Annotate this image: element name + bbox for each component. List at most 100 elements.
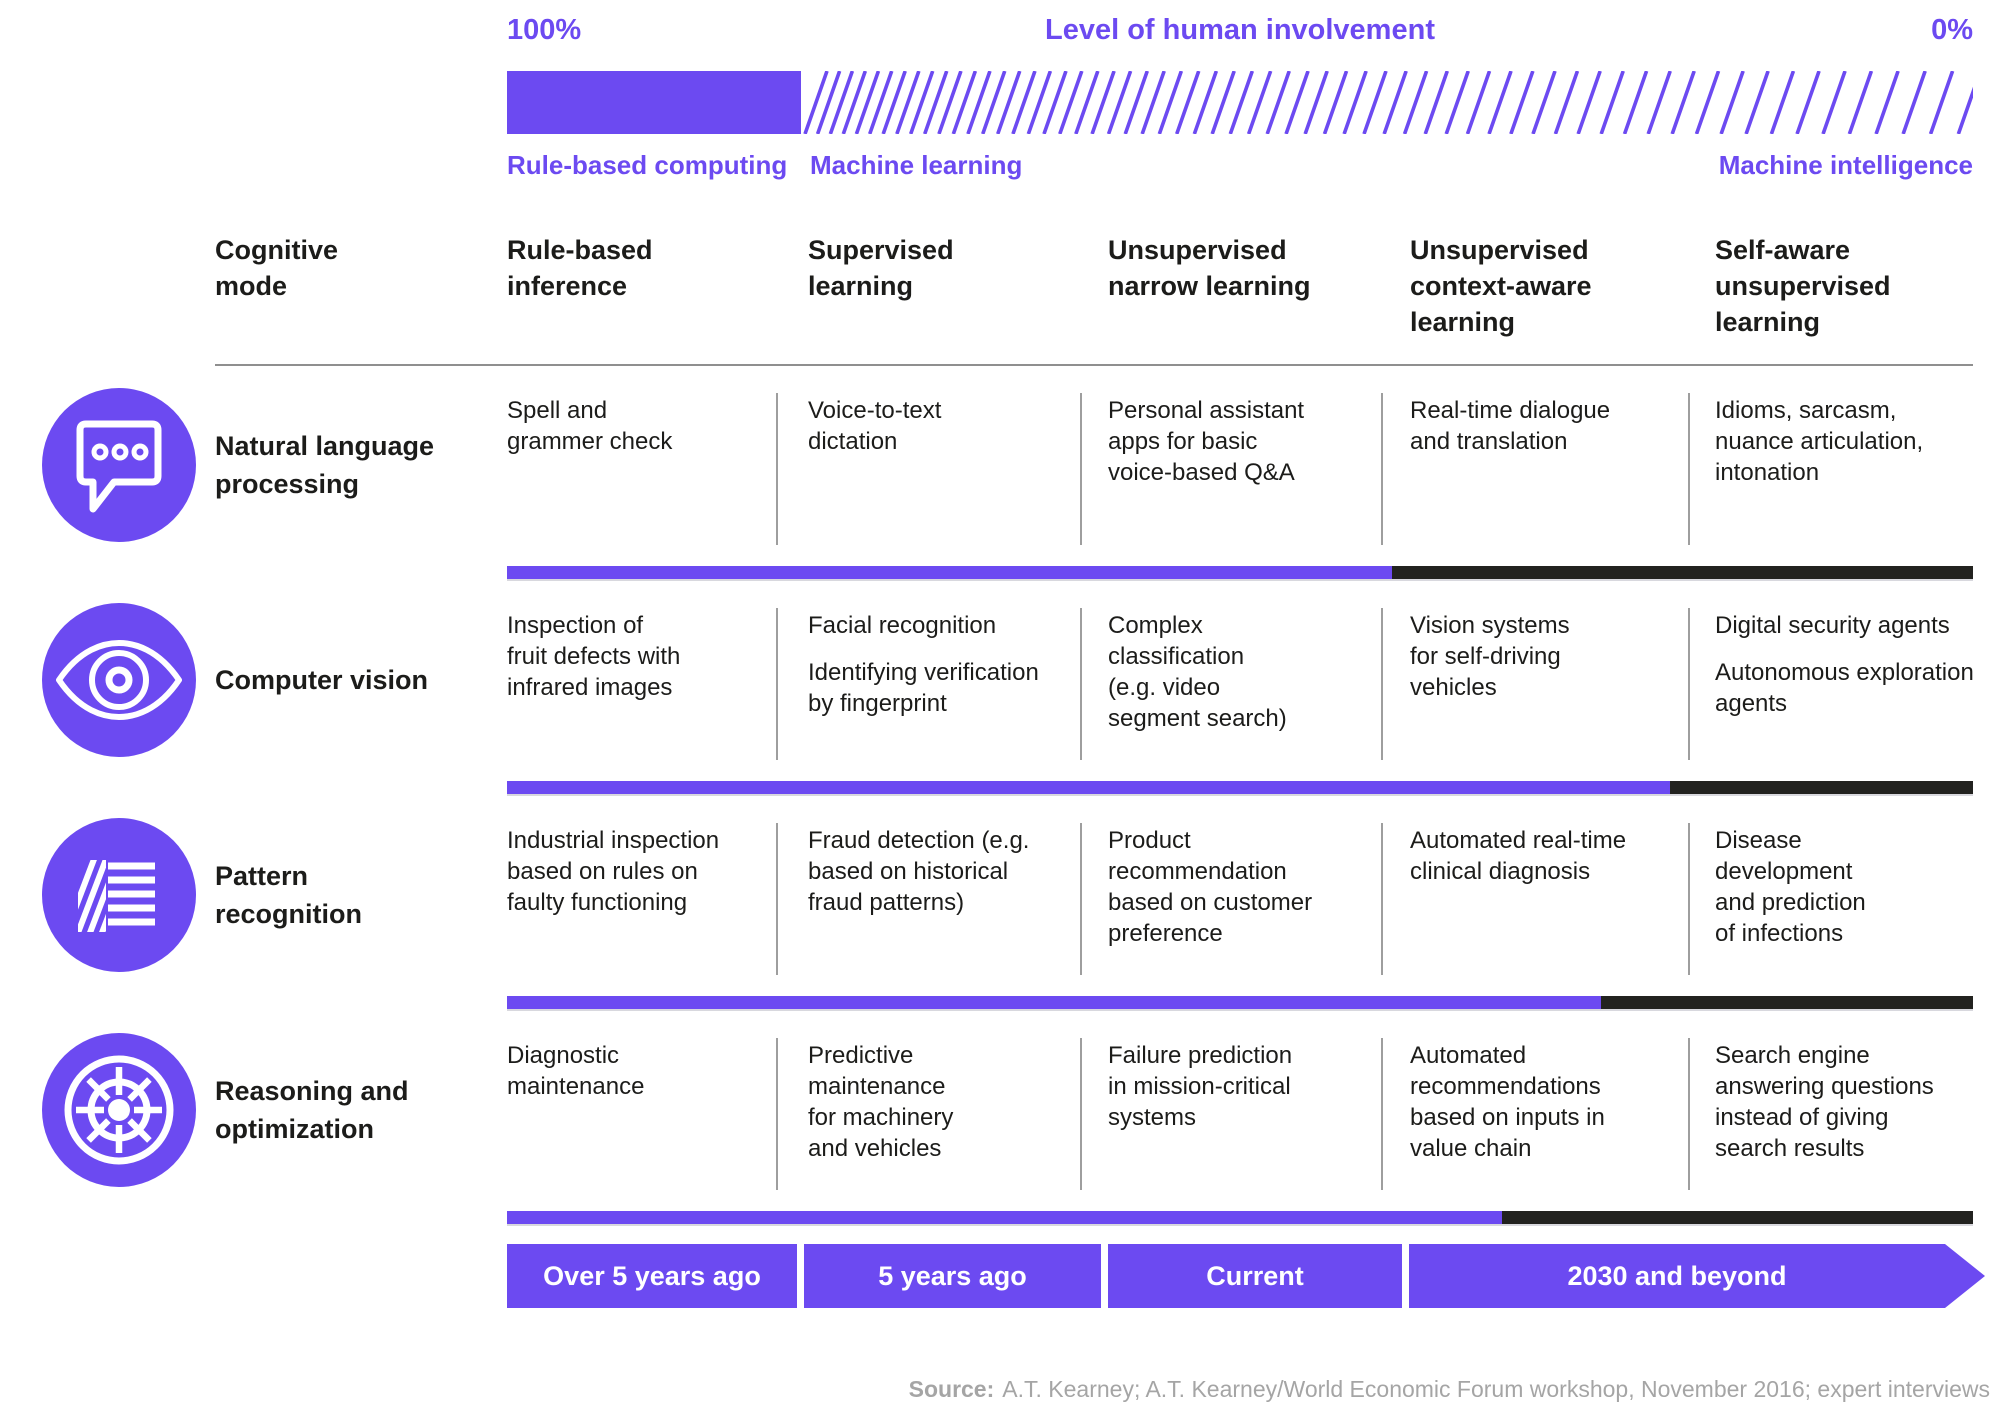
cell-paragraph: Real-time dialogue and translation [1410,397,1611,455]
column-header: Self-aware unsupervised learning [1715,235,1891,337]
progress-bar-shadow-line [507,579,1973,581]
cell-paragraph: Predictive maintenance for machinery and… [808,1042,954,1162]
cell: Industrial inspection based on rules on … [507,825,769,918]
progress-bar-remaining [1502,1211,1973,1224]
source-note: Source: A.T. Kearney; A.T. Kearney/World … [909,1376,1990,1403]
column-header: Rule-based inference [507,235,653,301]
cell-paragraph: Inspection of fruit defects with infrare… [507,612,681,701]
cell-paragraph: Fraud detection (e.g. based on historica… [808,827,1030,916]
source-text: A.T. Kearney; A.T. Kearney/World Economi… [1002,1376,1990,1402]
segment-label-machine-intelligence: Machine intelligence [1718,150,1973,180]
cell: Disease development and prediction of in… [1715,825,2000,949]
segment-label-rule-based-computing: Rule-based computing [507,150,788,180]
cell-divider [1381,1038,1383,1190]
cell-divider [1381,608,1383,760]
cell-divider [1080,1038,1082,1190]
progress-bar [507,996,1973,1011]
speech-bubble-icon [42,388,196,542]
cell-paragraph: Automated real-time clinical diagnosis [1410,827,1627,885]
progress-bar-filled [507,566,1393,579]
cell: Inspection of fruit defects with infrare… [507,610,769,703]
cell-paragraph: Digital security agents [1715,612,1950,639]
pattern-stripes-icon [42,818,196,972]
cell: Predictive maintenance for machinery and… [808,1040,1070,1164]
cell-divider [1688,608,1690,760]
cell-paragraph: Industrial inspection based on rules on … [507,827,720,916]
cell-paragraph: Search engine answering questions instea… [1715,1042,1934,1162]
timeline-segment: 5 years ago [804,1244,1101,1308]
progress-bar-shadow-line [507,794,1973,796]
cell-divider [1381,393,1383,545]
cell: Complex classification (e.g. video segme… [1108,610,1372,734]
cell-divider [1080,608,1082,760]
cell: Product recommendation based on customer… [1108,825,1372,949]
row-label: Computer vision [215,665,429,695]
cell-paragraph: Product recommendation based on customer… [1108,827,1313,947]
progress-bar [507,781,1973,796]
cell-paragraph: Disease development and prediction of in… [1715,827,1866,947]
pattern-stripes-icon-glyph [78,860,155,932]
timeline-segment: 2030 and beyond [1409,1244,1945,1308]
cell: Automated recommendations based on input… [1410,1040,1678,1164]
cell: Automated real-time clinical diagnosis [1410,825,1678,887]
gear-sun-icon-glyph [64,1055,174,1165]
progress-bar-remaining [1392,566,1973,579]
cell-divider [1381,823,1383,975]
cell: Vision systems for self-driving vehicles [1410,610,1678,703]
involvement-100-label: 100% [507,14,582,46]
involvement-bar-hatched [801,70,2000,135]
row-label: Reasoning and optimization [215,1076,409,1144]
cell: Fraud detection (e.g. based on historica… [808,825,1070,918]
cell: Failure prediction in mission-critical s… [1108,1040,1372,1133]
progress-bar-remaining [1669,781,1973,794]
cell-paragraph: Diagnostic maintenance [507,1042,645,1100]
cell-paragraph: Vision systems for self-driving vehicles [1410,612,1570,701]
cell: Diagnostic maintenance [507,1040,769,1102]
cell-divider [1688,1038,1690,1190]
involvement-bar-solid [507,71,801,134]
cell: Real-time dialogue and translation [1410,395,1678,457]
cell-divider [776,393,778,545]
timeline-arrow-tip [1945,1244,1985,1308]
cell-divider [776,1038,778,1190]
cell-paragraph: Idioms, sarcasm, nuance articulation, in… [1715,397,1924,486]
cell: Personal assistant apps for basic voice-… [1108,395,1372,488]
cell-divider [776,608,778,760]
cell-paragraph: Facial recognition [808,612,997,639]
cell-paragraph: Identifying verification by fingerprint [808,659,1039,717]
cell-paragraph: Voice-to-text dictation [808,397,942,455]
hatch-pattern [803,70,2000,135]
involvement-title: Level of human involvement [1045,14,1435,46]
timeline-segment: Current [1108,1244,1402,1308]
cell-paragraph: Autonomous exploration agents [1715,659,1974,717]
cell-paragraph: Spell and grammer check [507,397,673,455]
cell: Search engine answering questions instea… [1715,1040,2000,1164]
cell: Spell and grammer check [507,395,769,457]
cell-paragraph: Failure prediction in mission-critical s… [1108,1042,1293,1131]
column-header: Unsupervised narrow learning [1108,235,1311,301]
progress-bar-remaining [1600,996,1973,1009]
cell: Voice-to-text dictation [808,395,1070,457]
cell-divider [1080,823,1082,975]
progress-bar-filled [507,1211,1503,1224]
corner-header-cognitive-mode: Cognitive mode [215,235,339,301]
speech-bubble-icon-glyph [76,420,162,513]
cell-divider [1688,823,1690,975]
progress-bar [507,1211,1973,1226]
involvement-0-label: 0% [1931,14,1973,46]
cell-paragraph: Automated recommendations based on input… [1410,1042,1605,1162]
progress-bar-shadow-line [507,1009,1973,1011]
row-label: Pattern recognition [215,861,362,929]
column-header: Supervised learning [808,235,954,301]
cell: Idioms, sarcasm, nuance articulation, in… [1715,395,2000,488]
segment-label-machine-learning: Machine learning [810,150,1023,180]
row-label: Natural language processing [215,431,435,499]
cell-paragraph: Personal assistant apps for basic voice-… [1108,397,1305,486]
eye-icon-glyph [56,640,182,720]
source-prefix: Source: [908,1376,995,1402]
header-divider-rule [215,364,1973,366]
gear-sun-icon [42,1033,196,1187]
